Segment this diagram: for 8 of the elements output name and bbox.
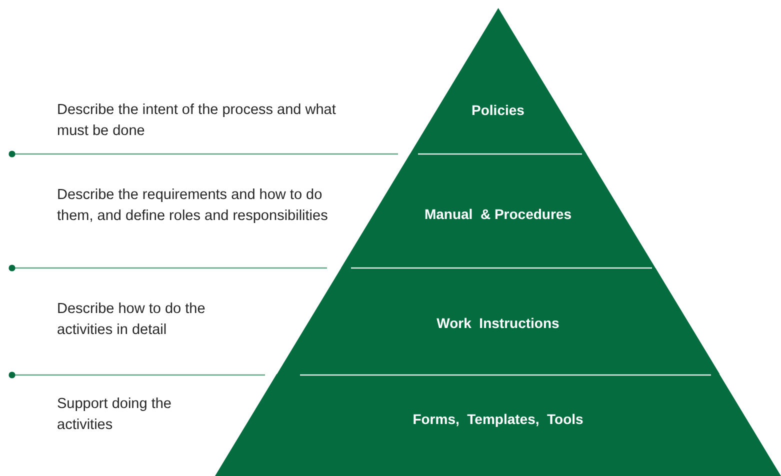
description-text: Describe the intent of the process and what must be done [57, 101, 337, 141]
description-text: Describe how to do the activities in detail [57, 300, 206, 340]
tier-label: Policies [472, 102, 524, 118]
description-text: Describe the requirements and how to do them, and define roles and responsibilities [57, 186, 329, 226]
tier-label: Forms, Templates, Tools [412, 411, 584, 427]
tier-label: Manual & Procedures [424, 206, 572, 222]
tier-label: Work Instructions [436, 315, 560, 331]
description-text: Support doing the activities [57, 395, 172, 435]
